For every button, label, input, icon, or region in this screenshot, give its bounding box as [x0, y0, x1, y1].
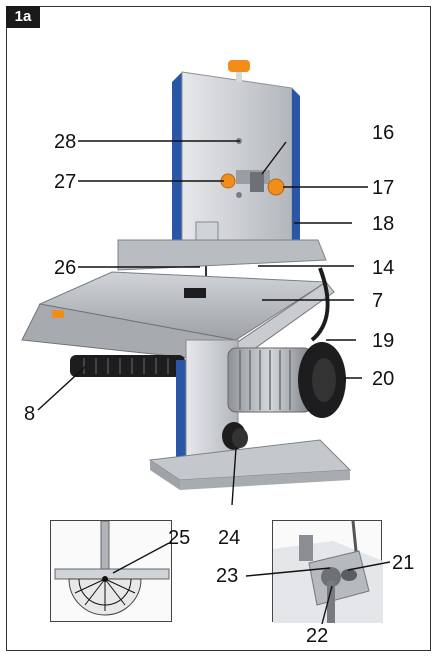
- inset-blade-guide: [272, 520, 383, 623]
- blade-guide-illustration: [273, 520, 383, 623]
- base-plate: [148, 439, 352, 490]
- callout-7: 7: [372, 290, 384, 312]
- power-cable: [310, 267, 330, 342]
- figure-tag: 1a: [6, 6, 40, 28]
- switch-knob-icon: [222, 422, 248, 450]
- callout-leader-lines: [37, 140, 368, 506]
- callout-22: 22: [306, 625, 329, 647]
- callout-25: 25: [168, 527, 191, 549]
- callout-18: 18: [372, 213, 395, 235]
- mitre-scale-illustration: [54, 520, 170, 616]
- callout-19: 19: [372, 330, 395, 352]
- motor: [227, 342, 346, 418]
- fence-rail: [117, 239, 327, 271]
- callout-16: 16: [372, 122, 395, 144]
- callout-14: 14: [372, 257, 395, 279]
- inset-mitre-scale: [50, 520, 172, 622]
- upper-housing: [172, 71, 300, 256]
- mitre-guide: [70, 355, 185, 377]
- callout-20: 20: [372, 368, 395, 390]
- callout-24: 24: [218, 527, 241, 549]
- tension-knob-icon: [228, 60, 250, 82]
- blade-guide-assembly: [220, 138, 285, 198]
- callout-8: 8: [24, 403, 36, 425]
- callout-26: 26: [54, 257, 77, 279]
- saw-table: [21, 271, 328, 363]
- callout-21: 21: [392, 552, 415, 574]
- callout-27: 27: [54, 171, 77, 193]
- callout-28: 28: [54, 131, 77, 153]
- callout-23: 23: [216, 565, 239, 587]
- figure-frame: [6, 6, 431, 651]
- callout-17: 17: [372, 177, 395, 199]
